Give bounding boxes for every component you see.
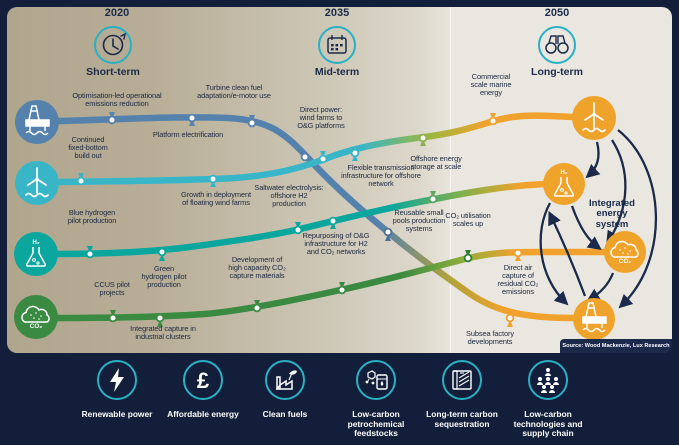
milestone-label: Optimisation-led operational emissions r… (72, 91, 162, 108)
arrow-cloud-to-rig (586, 272, 615, 302)
year-2020: 2020 (104, 7, 130, 19)
milestone-label: Commercial scale marine energy (470, 72, 512, 97)
legend-item-clean-fuels: Clean fuels (237, 358, 333, 420)
svg-text:CO₂: CO₂ (30, 323, 43, 330)
milestone-label: Repurposing of O&G infrastructure for H2… (302, 231, 370, 256)
milestone-label: Offshore energy storage at scale (410, 154, 462, 171)
oil-rig-icon (573, 298, 615, 340)
mid-term-label: Mid-term (314, 66, 360, 78)
roadmap-map: H₂ CO₂ H₂ (14, 26, 658, 340)
milestone-label: Subsea factory developments (466, 329, 514, 346)
oil-rig-icon (15, 100, 59, 144)
pound-icon: £ (183, 360, 223, 400)
milestone-label: CCUS pilot projects (94, 280, 130, 297)
milestone-label: Direct air capture of residual CO₂ emiss… (497, 263, 539, 296)
milestone-label: CO₂ utilisation scales up (445, 211, 491, 228)
people-network-icon (528, 360, 568, 400)
svg-text:H₂: H₂ (33, 240, 40, 246)
svg-text:H₂: H₂ (561, 170, 568, 176)
legend-label: Low-carbon technologies and supply chain (513, 409, 583, 439)
legend-item-supply-chain: Low-carbon technologies and supply chain (500, 358, 596, 439)
milestone-label: Direct power: wind farms to O&G platform… (297, 105, 345, 130)
milestone-label: Reusable small pools production systems (392, 208, 446, 233)
year-2035: 2035 (324, 7, 350, 19)
arrow-flask-to-rig (539, 202, 569, 306)
arrow-turbine-to-cloud (606, 139, 627, 245)
legend-label: Clean fuels (262, 409, 308, 419)
wind-turbine-icon (572, 96, 616, 140)
legend-item-petrochemical: Low-carbon petrochemical feedstocks (328, 358, 424, 439)
legend-label: Renewable power (81, 409, 153, 419)
storage-icon (442, 360, 482, 400)
legend-label: Long-term carbon sequestration (426, 409, 498, 429)
binoculars-icon (538, 26, 576, 64)
legend-label: Affordable energy (167, 409, 239, 419)
legend-item-affordable-energy: £ Affordable energy (155, 358, 251, 420)
hydrogen-flask-icon: H₂ (543, 163, 585, 205)
milestone-pins (78, 112, 521, 327)
co2-cloud-icon: CO₂ (14, 295, 58, 339)
legend-item-renewable-power: Renewable power (69, 358, 165, 420)
long-term-label: Long-term (531, 66, 583, 78)
hydrogen-flask-icon: H₂ (14, 232, 58, 276)
arrow-turbine-to-rig (617, 129, 658, 309)
short-term-label: Short-term (86, 66, 140, 78)
milestone-label: Development of high capacity CO₂ capture… (228, 255, 286, 280)
source-attribution: Source: Wood Mackenzie, Lux Research (560, 339, 672, 353)
arrow-rig-to-flask (548, 210, 587, 297)
milestone-label: Continued fixed-bottom build out (68, 135, 108, 160)
milestone-label: Platform electrification (152, 130, 224, 139)
longterm-divider (450, 7, 451, 353)
calendar-icon (318, 26, 356, 64)
milestone-label: Integrated capture in industrial cluster… (130, 324, 196, 341)
legend-item-sequestration: Long-term carbon sequestration (414, 358, 510, 429)
integrated-energy-system-label: Integrated energy system (589, 198, 635, 230)
milestone-label: Green hydrogen pilot production (141, 264, 187, 289)
co2-cloud-icon: CO₂ (604, 231, 646, 273)
arrow-turbine-to-flask (585, 141, 601, 179)
arrow-flask-to-cloud (570, 205, 602, 251)
clock-icon (94, 26, 132, 64)
year-2050: 2050 (544, 7, 570, 19)
milestone-label: Flexible transmission infrastructure for… (341, 163, 421, 188)
svg-text:CO₂: CO₂ (619, 258, 632, 265)
clean-factory-icon (265, 360, 305, 400)
legend-label: Low-carbon petrochemical feedstocks (347, 409, 405, 439)
milestone-label: Blue hydrogen pilot production (67, 208, 117, 225)
wind-turbine-icon (15, 161, 59, 205)
milestone-label: Saltwater electrolysis: offshore H2 prod… (254, 183, 324, 208)
svg-text:£: £ (197, 368, 210, 393)
lightning-icon (97, 360, 137, 400)
milestone-label: Growth in deployment of floating wind fa… (181, 190, 251, 207)
molecule-barrel-icon (356, 360, 396, 400)
milestone-label: Turbine clean fuel adaptation/e-motor us… (197, 83, 271, 100)
milestone-nodes (76, 113, 523, 323)
